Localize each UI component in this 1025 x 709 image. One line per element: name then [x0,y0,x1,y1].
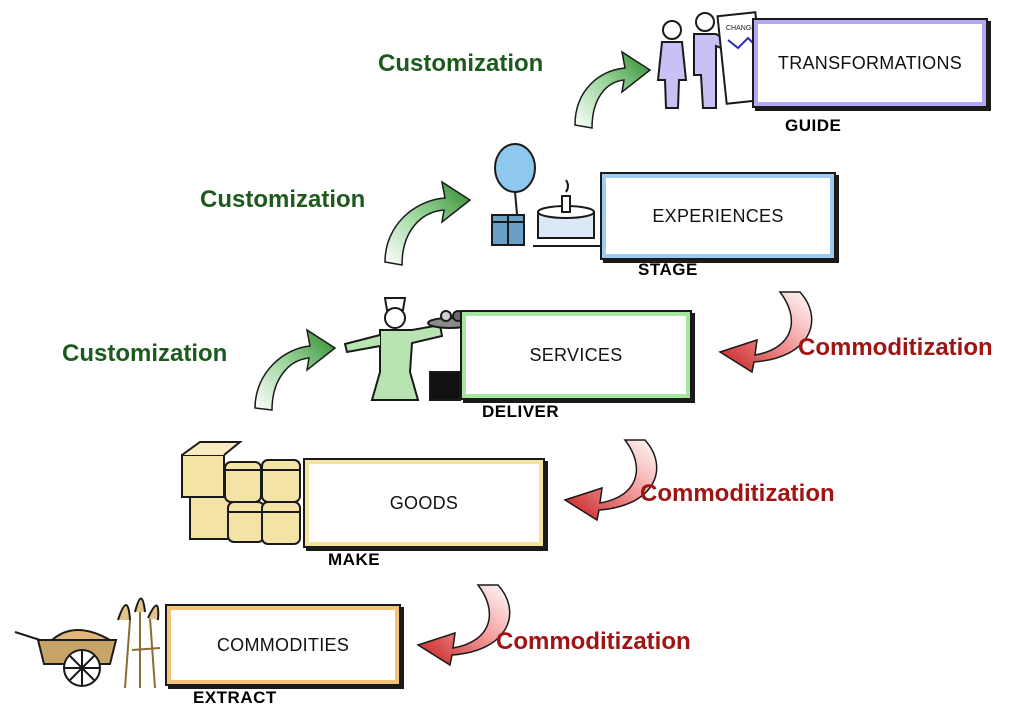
stage-verb: DELIVER [482,402,560,421]
stage-box-commodities: COMMODITIES [165,604,401,686]
customization-arrow [384,180,472,266]
cart-and-wheat-icon [14,597,161,689]
commoditization-arrow [416,584,511,667]
customization-arrow [574,50,652,129]
svg-text:CHANGE: CHANGE [726,25,756,32]
stage-verb: EXTRACT [193,688,277,707]
stage-name: TRANSFORMATIONS [777,52,963,73]
stage-box-experiences: EXPERIENCES [600,172,836,260]
stage-name: COMMODITIES [216,634,350,655]
stage-name: SERVICES [529,344,623,365]
party-icon [491,143,600,247]
stage-name: GOODS [389,492,459,513]
stage-verb: STAGE [638,260,698,279]
commoditization-arrow [718,291,813,374]
stage-box-transformations: TRANSFORMATIONS [752,18,988,108]
stage-verb: MAKE [328,550,381,569]
stage-box-services: SERVICES [460,310,692,400]
stage-verb: GUIDE [785,116,842,135]
customization-label: Customization [62,340,228,367]
customization-label: Customization [378,50,544,77]
customization-label: Customization [200,186,366,213]
commoditization-label: Commoditization [496,628,691,655]
commoditization-label: Commoditization [798,334,993,361]
goods-stack-icon [181,441,301,545]
commoditization-arrow [563,439,658,522]
commoditization-label: Commoditization [640,480,835,507]
waiter-icon [343,297,473,401]
stage-box-goods: GOODS [303,458,545,548]
stage-name: EXPERIENCES [652,205,784,226]
customization-arrow [254,328,337,411]
coaching-people-icon: CHANGE [656,11,766,109]
